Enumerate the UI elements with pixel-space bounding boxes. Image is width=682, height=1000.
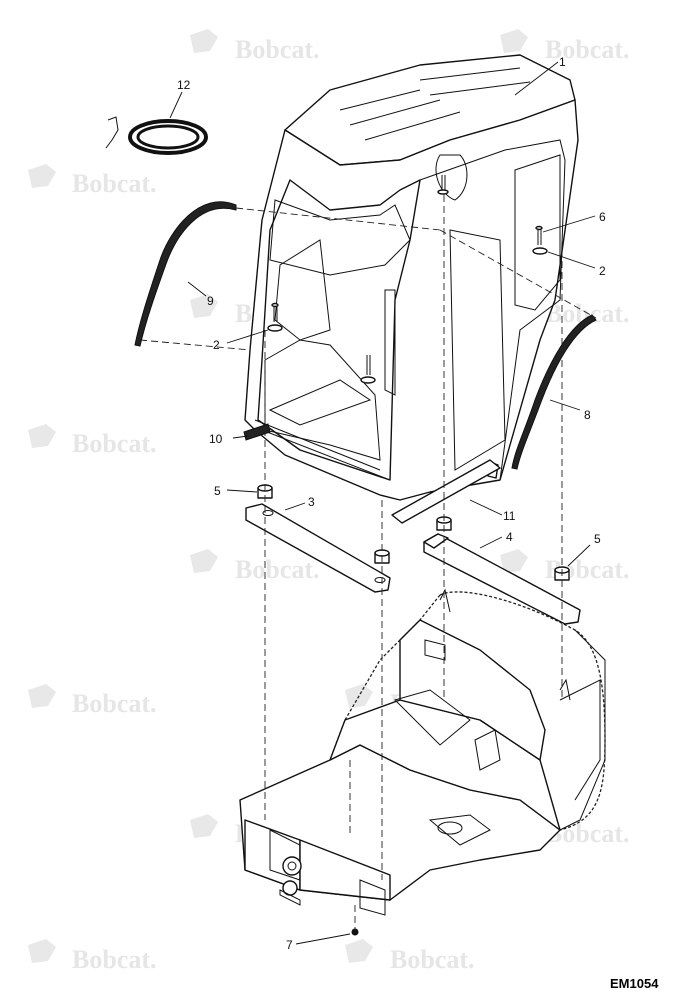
seal-strip-left <box>134 201 237 347</box>
watermark-text: Bobcat. <box>235 35 320 64</box>
callout-1: 1 <box>559 55 566 69</box>
callout-5: 5 <box>594 532 601 546</box>
leader-lines <box>169 61 596 945</box>
callout-10: 10 <box>209 432 223 446</box>
callout-5: 5 <box>214 484 221 498</box>
bolt-and-washer <box>267 175 548 384</box>
watermark-text: Bobcat. <box>545 35 630 64</box>
seal-strip-right <box>511 314 597 470</box>
callout-6: 6 <box>599 210 606 224</box>
watermark-text: Bobcat. <box>72 945 157 974</box>
frame-base <box>239 588 606 936</box>
alignment-lines <box>139 195 597 932</box>
seal-strip-bottom <box>243 423 271 441</box>
callout-9: 9 <box>207 294 214 308</box>
watermark-text: Bobcat. <box>235 555 320 584</box>
isolator-bar <box>391 459 501 524</box>
isolator-plate-left <box>245 503 391 593</box>
watermark-text: Bobcat. <box>72 689 157 718</box>
drawing-reference-number: EM1054 <box>610 976 659 991</box>
watermark-text: Bobcat. <box>545 819 630 848</box>
watermark-text: Bobcat. <box>72 429 157 458</box>
callout-11: 11 <box>503 509 516 523</box>
seal-coil <box>105 116 208 155</box>
callout-3: 3 <box>308 495 315 509</box>
watermark-text: Bobcat. <box>390 945 475 974</box>
watermark-text: Bobcat. <box>72 169 157 198</box>
callout-4: 4 <box>506 530 513 544</box>
callout-2: 2 <box>213 338 220 352</box>
callout-12: 12 <box>177 78 191 92</box>
callout-8: 8 <box>584 408 591 422</box>
callout-2: 2 <box>599 264 606 278</box>
callout-labels: 1 12 9 2 6 2 8 10 5 3 11 4 5 7 <box>177 55 606 952</box>
callout-7: 7 <box>286 938 293 952</box>
isolator-plate-right <box>423 533 581 625</box>
cab <box>244 54 579 501</box>
